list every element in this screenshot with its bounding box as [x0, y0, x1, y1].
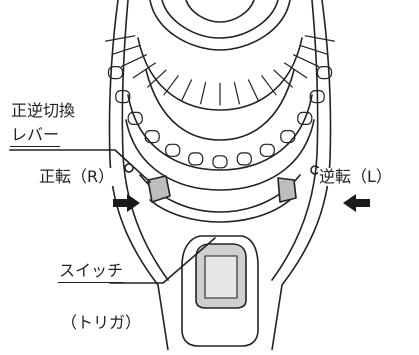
- clutch-tile: [165, 143, 181, 157]
- switch-lever-label-line2: レバー: [10, 126, 61, 147]
- clutch-tooth: [163, 75, 179, 96]
- clutch-tile: [236, 152, 252, 166]
- screw-left: [124, 163, 134, 173]
- clutch-tile: [212, 155, 228, 169]
- clutch-tooth: [304, 35, 335, 42]
- drill-body-outline: [108, 0, 169, 351]
- trigger-label-line2: （トリガ）: [60, 313, 143, 332]
- trigger-face: [204, 255, 238, 299]
- clutch-tile: [309, 89, 325, 104]
- clutch-tooth: [273, 69, 293, 88]
- clutch-tooth: [111, 44, 141, 56]
- reverse-label: 逆転（L）: [318, 167, 393, 186]
- trigger-housing: [181, 235, 259, 347]
- clutch-tile: [115, 89, 131, 104]
- clutch-tooth: [299, 44, 329, 56]
- drill-body-outline-right: [271, 0, 332, 351]
- clutch-tile: [107, 65, 124, 80]
- clutch-tooth: [233, 81, 240, 105]
- clutch-tooth: [200, 81, 207, 105]
- clutch-tooth: [261, 75, 277, 96]
- arrow-right-icon: [113, 194, 140, 212]
- clutch-tooth: [181, 79, 193, 102]
- switch-lever-label-line1: 正逆切換: [10, 101, 77, 120]
- arrow-left-icon: [343, 194, 370, 212]
- clutch-tile: [259, 143, 275, 157]
- clutch-tile: [316, 65, 333, 80]
- clutch-ring-teeth: [105, 35, 335, 106]
- switch-lever-left: [147, 175, 171, 203]
- clutch-tooth: [132, 62, 156, 79]
- clutch-tooth: [120, 54, 147, 68]
- clutch-tile: [127, 111, 143, 126]
- clutch-tile: [144, 130, 160, 144]
- trigger-label-line1: スイッチ: [58, 262, 125, 283]
- switch-lever-right: [277, 177, 297, 203]
- clutch-ring-tiles: [107, 65, 333, 169]
- clutch-tile: [188, 152, 204, 166]
- leader-line-lever: [9, 149, 151, 183]
- forward-label: 正転（R）: [38, 167, 116, 186]
- leader-line-trigger: [109, 237, 216, 284]
- clutch-tile: [297, 111, 313, 126]
- clutch-tooth: [147, 69, 167, 88]
- clutch-tooth: [247, 79, 259, 102]
- clutch-tooth: [293, 54, 320, 68]
- clutch-tile: [280, 130, 296, 144]
- clutch-tooth: [284, 62, 308, 79]
- clutch-tooth: [105, 35, 136, 42]
- chuck-outline: [149, 0, 291, 51]
